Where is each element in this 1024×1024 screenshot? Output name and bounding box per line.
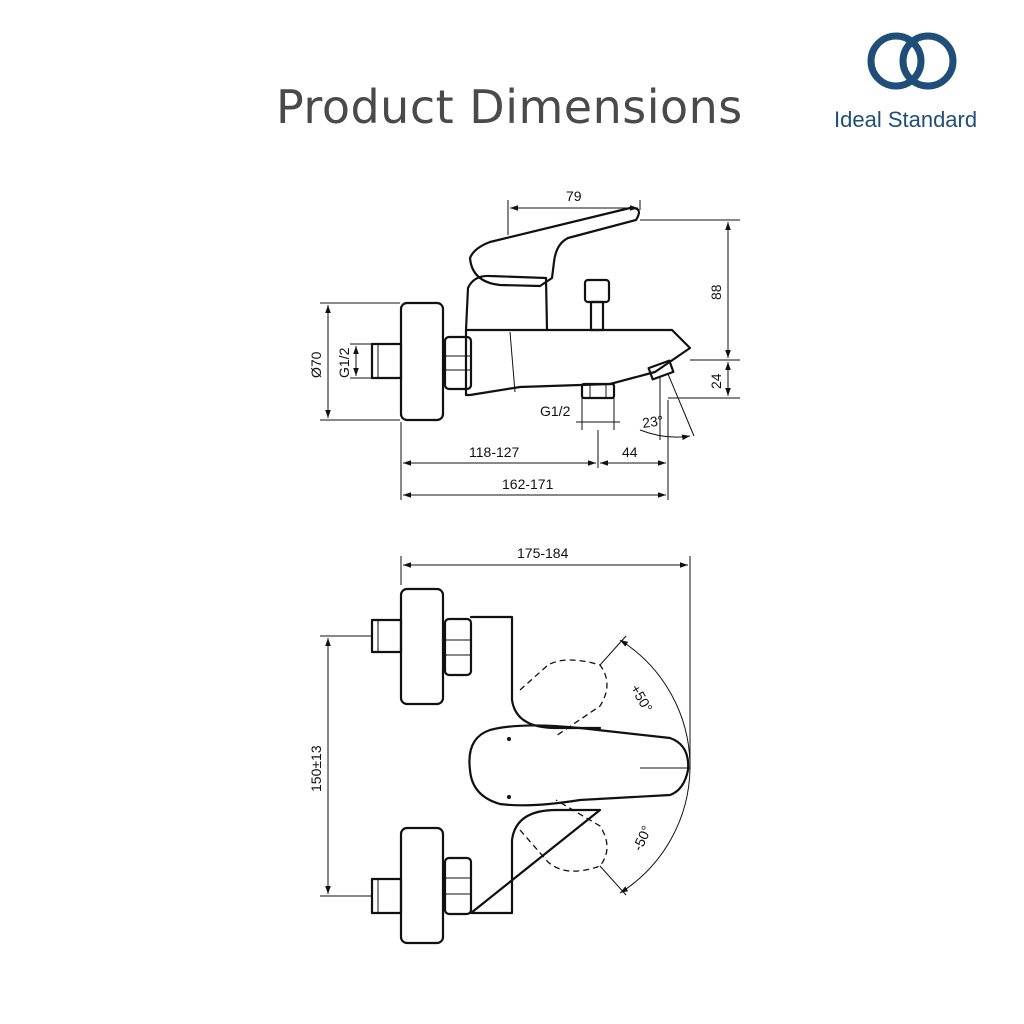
dim-flange-diameter: Ø70: [308, 351, 324, 378]
brand-name: Ideal Standard: [834, 107, 978, 132]
page-title: Product Dimensions: [276, 80, 743, 134]
dim-rotation-plus: +50°: [627, 682, 656, 715]
dim-projection-body: 118-127: [469, 444, 520, 460]
dim-height: 88: [708, 284, 724, 300]
dim-spout-offset: 44: [622, 444, 638, 460]
dim-centres: 150±13: [308, 745, 324, 792]
ideal-standard-logo: [867, 32, 957, 90]
side-view: 79 88 24 Ø70 G1/2 G1/2 23°: [308, 188, 740, 500]
dim-handle-width: 79: [566, 188, 582, 204]
dim-projection-total: 162-171: [502, 476, 554, 492]
dim-outlet-thread: G1/2: [540, 403, 571, 419]
dim-spout-height: 24: [708, 373, 724, 389]
dim-inlet-thread: G1/2: [336, 347, 352, 378]
dim-rotation-minus: -50°: [629, 823, 654, 853]
top-view: 175-184 150±13 +50° -50°: [308, 545, 691, 945]
dim-spout-angle: 23°: [641, 412, 664, 431]
dim-overall-width: 175-184: [517, 545, 569, 561]
